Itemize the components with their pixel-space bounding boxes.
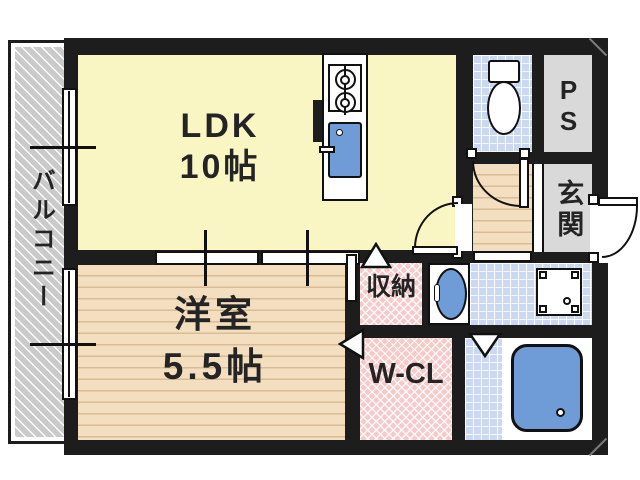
western-size: 5.5帖 [162,346,268,388]
bathtub-icon [511,344,583,432]
room-storage [360,263,422,325]
room-wcl [360,338,452,440]
door-swing-arc [602,206,638,258]
label-storage: 収納 [365,273,416,301]
stove-burner-icon [334,66,356,92]
pan-corner [539,305,547,313]
washing-machine-pan-icon [536,268,582,316]
pan-corner [571,305,579,313]
sliding-partition [261,251,360,265]
label-ps: PS [553,75,584,137]
balcony [15,47,65,437]
pan-drain [563,297,571,305]
window-center-tick [30,343,96,346]
label-ldk: LDK 10帖 [120,106,320,188]
storage-door-panel [346,254,357,302]
room-ps [544,55,592,152]
room-western [78,265,345,440]
window-center-tick [30,146,96,149]
label-western: 洋室 5.5帖 [110,293,320,390]
window-mullion [68,271,70,397]
stove-burner-icon [334,89,356,115]
washroom-sliding-door [473,251,532,262]
toilet-icon [488,60,520,83]
door-jamb [588,252,599,263]
sink-faucet-icon [319,146,335,153]
room-ldk [78,55,456,250]
entry-arrow-icon [360,242,392,269]
sink-drain [336,129,343,136]
ldk-size: 10帖 [179,147,261,186]
ldk-name: LDK [180,107,260,145]
sliding-partition [155,251,259,265]
entrance-step [532,164,544,252]
pan-corner [571,271,579,279]
label-balcony: バルコニー [27,167,55,313]
stove-icon [328,64,362,115]
bathtub-drain [556,408,565,417]
label-wcl: W-CL [368,358,444,390]
washbasin-handle [434,284,440,302]
partition-tick [306,230,309,286]
toilet-bowl-icon [487,81,521,135]
front-door-leaf [598,197,638,206]
door-opening [455,204,472,251]
room-entrance [544,164,592,252]
entry-arrow-icon [338,328,365,360]
partition-tick [204,230,207,286]
door-jamb [466,148,477,159]
label-entrance: 玄関 [553,179,584,241]
pan-corner [539,271,547,279]
entry-arrow-icon [468,333,502,359]
washbasin-icon [435,268,467,320]
western-name: 洋室 [174,294,256,335]
